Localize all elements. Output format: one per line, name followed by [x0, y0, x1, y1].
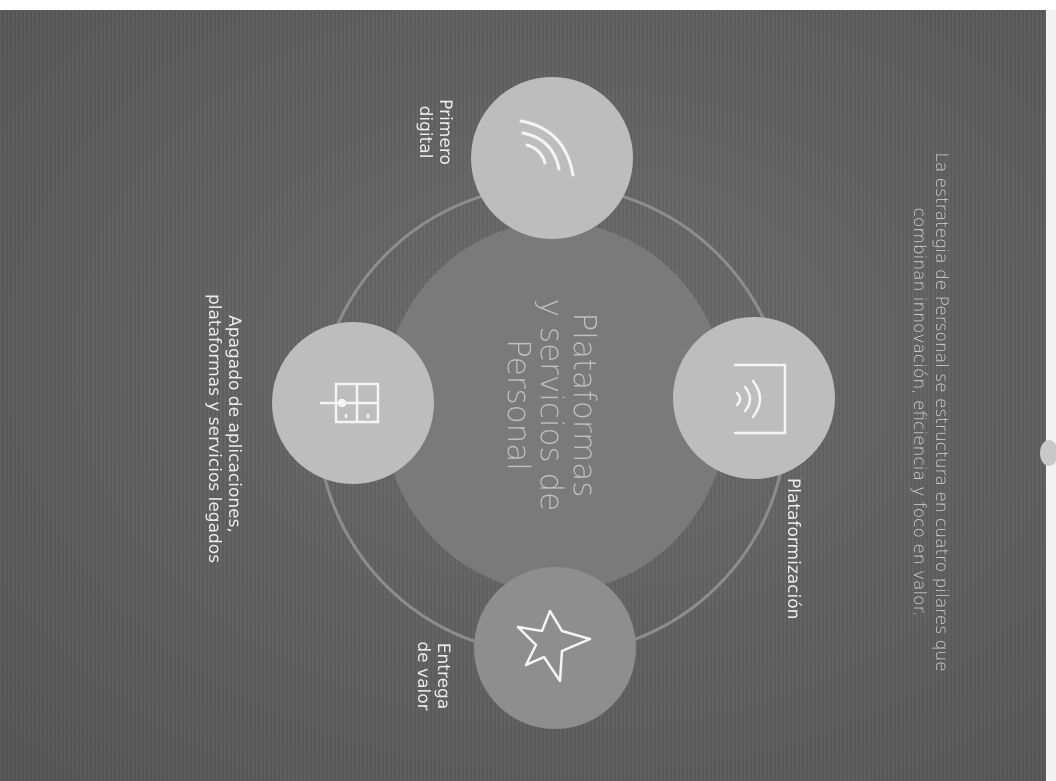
pillar-plataformizacion-node — [673, 317, 835, 479]
pillar-entrega-de-valor-node — [474, 567, 636, 729]
strategy-description: La estrategia de Personal se estructura … — [909, 152, 951, 672]
central-circle — [382, 222, 728, 592]
pillar-plataformizacion-label: Plataformización — [783, 478, 803, 620]
pillar-primero-digital-node — [471, 77, 633, 239]
wifi-waves-icon — [519, 119, 575, 177]
page-edge-mark — [1040, 440, 1056, 466]
star-outline-icon — [516, 609, 592, 683]
page-edge — [1046, 10, 1056, 781]
pillar-apagado-node — [272, 322, 434, 484]
tablet-signal-icon — [733, 363, 787, 435]
pillar-apagado-label: Apagado de aplicaciones,plataformas y se… — [204, 294, 244, 564]
server-cabinet-icon — [320, 382, 380, 424]
